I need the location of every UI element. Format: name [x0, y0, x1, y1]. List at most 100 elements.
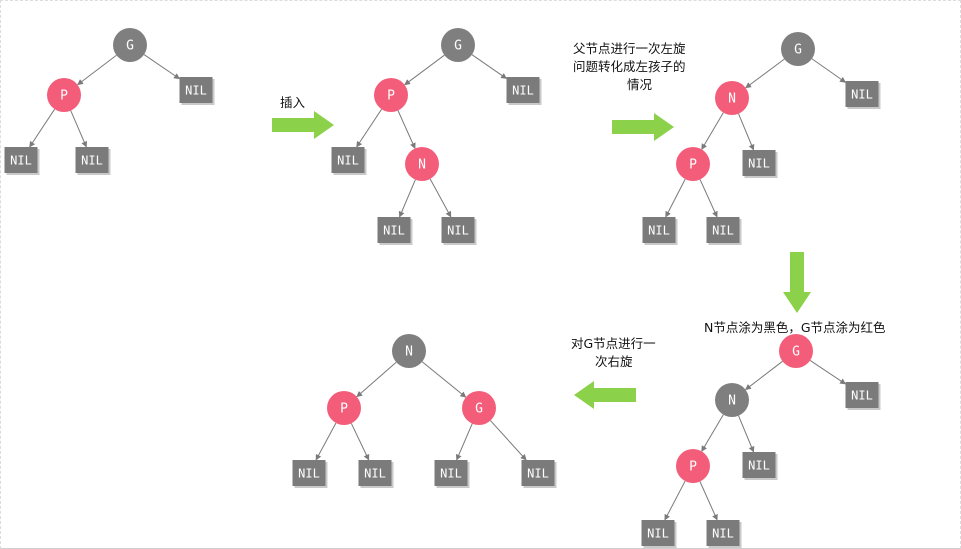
nodes-layer: G P NIL NIL NIL G P NIL NIL N NIL NIL G N NIL P NIL NIL NI…: [4, 28, 881, 548]
red-node-after-left-rotate-P: P: [676, 147, 710, 181]
nil-leaf-label: NIL: [337, 154, 359, 168]
caption-insert: 插入: [280, 95, 306, 110]
nil-leaf-box: [292, 460, 326, 486]
nil-leaf-label: NIL: [440, 467, 462, 481]
tree-node-label: N: [405, 345, 413, 360]
tree-edge-initial-P-nil2: [29, 108, 56, 148]
nil-leaf-after-right-rotate-nil4: NIL: [521, 460, 557, 488]
caption-recolor: N节点涂为黑色，G节点涂为红色: [704, 320, 886, 335]
tree-edge-after-recolor-N-P: [701, 414, 724, 452]
tree-edge-after-recolor-P-nil3: [664, 480, 686, 521]
nil-leaf-label: NIL: [748, 459, 770, 473]
tree-edge-initial-G-P: [77, 54, 117, 86]
tree-edge-after-left-rotate-N-nil2: [738, 113, 755, 151]
nil-leaf-label: NIL: [712, 527, 734, 541]
nil-leaf-label: NIL: [527, 467, 549, 481]
nil-leaf-after-recolor-nil1: NIL: [845, 382, 881, 410]
nil-leaf-after-right-rotate-nil2: NIL: [358, 460, 394, 488]
nil-leaf-box: [4, 147, 38, 173]
tree-edge-after-left-rotate-G-N: [745, 58, 785, 89]
nil-leaf-after-right-rotate-nil3: NIL: [434, 460, 470, 488]
nil-leaf-box: [742, 452, 776, 478]
tree-edge-after-recolor-N-nil2: [738, 415, 755, 453]
edges-layer: [29, 54, 846, 521]
nil-leaf-initial-nil3: NIL: [75, 147, 111, 175]
caption-left-rotate-line2: 问题转化成左孩子的: [573, 59, 686, 74]
nil-leaf-label: NIL: [712, 224, 734, 238]
tree-edge-after-insert-G-nil1: [471, 54, 507, 79]
tree-node-label: G: [126, 39, 134, 54]
tree-node-label: P: [60, 89, 68, 104]
nil-leaf-after-recolor-nil4: NIL: [706, 520, 742, 548]
red-node-after-insert-P: P: [374, 78, 408, 112]
tree-node-circle: [47, 78, 81, 112]
nil-leaf-label: NIL: [512, 84, 534, 98]
nil-leaf-box: [742, 150, 776, 176]
red-node-after-right-rotate-G: G: [462, 391, 496, 425]
tree-edge-after-recolor-G-nil1: [809, 360, 846, 385]
nil-leaf-box: [179, 77, 213, 103]
tree-node-circle: [715, 383, 749, 417]
nil-leaf-box: [706, 520, 740, 546]
tree-node-label: P: [689, 460, 697, 475]
tree-node-circle: [676, 449, 710, 483]
tree-node-circle: [462, 391, 496, 425]
nil-leaf-box: [441, 217, 475, 243]
tree-node-label: N: [728, 394, 736, 409]
nil-leaf-box: [434, 460, 468, 486]
red-node-initial-P: P: [47, 78, 81, 112]
nil-leaf-after-recolor-nil3: NIL: [641, 520, 677, 548]
tree-node-circle: [327, 391, 361, 425]
tree-node-circle: [405, 147, 439, 181]
tree-node-circle: [392, 334, 426, 368]
tree-edge-after-recolor-G-N: [745, 360, 783, 391]
tree-node-label: P: [340, 402, 348, 417]
tree-edge-after-right-rotate-N-G: [421, 361, 467, 398]
nil-leaf-box: [521, 460, 555, 486]
tree-edge-after-insert-N-nil3: [398, 179, 416, 218]
tree-node-label: G: [792, 345, 800, 360]
tree-edge-after-left-rotate-P-nil3: [665, 178, 686, 218]
tree-node-circle: [441, 28, 475, 62]
nil-leaf-after-left-rotate-nil1: NIL: [845, 81, 881, 109]
arrow-right-rotate-icon: [574, 381, 636, 409]
red-node-after-left-rotate-N: N: [715, 81, 749, 115]
nil-leaf-box: [75, 147, 109, 173]
tree-edge-after-right-rotate-P-nil2: [350, 423, 370, 461]
nil-leaf-box: [642, 217, 676, 243]
tree-node-circle: [676, 147, 710, 181]
tree-edge-after-left-rotate-N-P: [701, 112, 724, 150]
tree-edge-after-insert-P-nil2: [356, 108, 383, 148]
nil-leaf-label: NIL: [81, 154, 103, 168]
nil-leaf-label: NIL: [185, 84, 207, 98]
tree-edge-after-right-rotate-N-P: [356, 361, 397, 398]
tree-node-label: N: [418, 158, 426, 173]
black-node-after-recolor-N: N: [715, 383, 749, 417]
nil-leaf-box: [845, 382, 879, 408]
arrow-recolor-icon: [783, 252, 811, 313]
nil-leaf-after-insert-nil2: NIL: [331, 147, 367, 175]
nil-leaf-after-insert-nil1: NIL: [506, 77, 542, 105]
nil-leaf-after-insert-nil4: NIL: [441, 217, 477, 245]
tree-node-circle: [715, 81, 749, 115]
caption-right-rotate-line2: 次右旋: [595, 354, 633, 369]
red-node-after-right-rotate-P: P: [327, 391, 361, 425]
nil-leaf-after-left-rotate-nil3: NIL: [642, 217, 678, 245]
caption-left-rotate-line1: 父节点进行一次左旋: [573, 41, 686, 56]
nil-leaf-label: NIL: [851, 88, 873, 102]
tree-node-label: G: [475, 402, 483, 417]
tree-node-label: P: [689, 158, 697, 173]
tree-node-circle: [781, 32, 815, 66]
arrow-left-rotate-icon: [612, 113, 674, 141]
tree-node-circle: [113, 28, 147, 62]
tree-node-label: G: [794, 43, 802, 58]
caption-left-rotate-line3: 情况: [627, 77, 653, 92]
nil-leaf-box: [377, 217, 411, 243]
tree-node-label: N: [728, 92, 736, 107]
black-node-after-left-rotate-G: G: [781, 32, 815, 66]
tree-edge-after-right-rotate-G-nil4: [490, 420, 527, 461]
red-node-after-insert-N: N: [405, 147, 439, 181]
nil-leaf-label: NIL: [648, 224, 670, 238]
tree-edge-after-insert-P-N: [397, 110, 416, 150]
